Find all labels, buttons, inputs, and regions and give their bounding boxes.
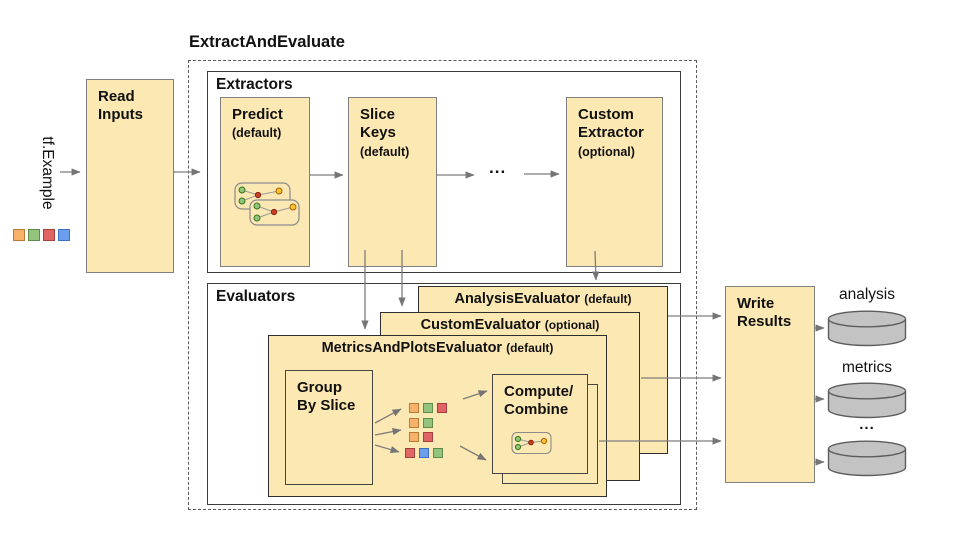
analysis-evaluator-label: AnalysisEvaluator(default) bbox=[419, 287, 667, 307]
slice-grid-row bbox=[409, 418, 437, 428]
custom-evaluator-label: CustomEvaluator(optional) bbox=[381, 313, 639, 333]
custom-evaluator-qualifier: (optional) bbox=[544, 318, 600, 332]
extractors-label: Extractors bbox=[216, 76, 293, 93]
tf-example-label: tf.Example bbox=[39, 136, 56, 210]
metrics-and-plots-evaluator-label: MetricsAndPlotsEvaluator(default) bbox=[269, 336, 606, 356]
orange-square bbox=[409, 403, 419, 413]
read-inputs-box: Read Inputs bbox=[86, 79, 174, 273]
custom-extractor-box: Custom Extractor (optional) bbox=[566, 97, 663, 267]
slice-keys-qualifier: (default) bbox=[360, 144, 410, 159]
predict-label: Predict bbox=[232, 106, 283, 123]
pipeline-title: ExtractAndEvaluate bbox=[189, 33, 345, 51]
compute-combine-label: Compute/ Combine bbox=[504, 383, 574, 419]
metrics-and-plots-evaluator-name: MetricsAndPlotsEvaluator bbox=[321, 340, 503, 356]
group-by-slice-box: Group By Slice bbox=[285, 370, 373, 485]
blue-square bbox=[58, 229, 70, 241]
red-square bbox=[405, 448, 415, 458]
slice-grid-row bbox=[405, 448, 447, 458]
metrics-and-plots-evaluator-qualifier: (default) bbox=[506, 341, 554, 355]
analysis-evaluator-name: AnalysisEvaluator bbox=[454, 291, 581, 307]
metrics-datastore-label: metrics bbox=[842, 359, 892, 376]
orange-square bbox=[13, 229, 25, 241]
green-square bbox=[423, 418, 433, 428]
analysis-datastore-label: analysis bbox=[839, 286, 895, 303]
red-square bbox=[423, 432, 433, 442]
green-square bbox=[433, 448, 443, 458]
input-squares bbox=[13, 229, 73, 241]
write-results-box: Write Results bbox=[725, 286, 815, 483]
green-square bbox=[423, 403, 433, 413]
extractors-ellipsis: ... bbox=[489, 158, 507, 177]
other-datastore-cylinder bbox=[827, 440, 907, 477]
blue-square bbox=[419, 448, 429, 458]
custom-evaluator-name: CustomEvaluator bbox=[420, 317, 541, 333]
analysis-evaluator-qualifier: (default) bbox=[584, 292, 632, 306]
orange-square bbox=[409, 432, 419, 442]
analysis-datastore-cylinder bbox=[827, 310, 907, 347]
slice-grid-row bbox=[409, 403, 451, 413]
slice-keys-extractor-box: Slice Keys (default) bbox=[348, 97, 437, 267]
read-inputs-label: Read Inputs bbox=[98, 88, 143, 124]
predict-extractor-box: Predict (default) bbox=[220, 97, 310, 267]
extract-and-evaluate-group bbox=[188, 60, 697, 510]
custom-extractor-label: Custom Extractor bbox=[578, 106, 644, 142]
green-square bbox=[28, 229, 40, 241]
more-datastores-ellipsis: ... bbox=[859, 416, 875, 433]
red-square bbox=[437, 403, 447, 413]
red-square bbox=[43, 229, 55, 241]
custom-extractor-qualifier: (optional) bbox=[578, 144, 635, 159]
evaluators-label: Evaluators bbox=[216, 288, 296, 305]
write-results-label: Write Results bbox=[737, 295, 792, 331]
model-graph-icon bbox=[233, 180, 303, 228]
metrics-datastore-cylinder bbox=[827, 382, 907, 419]
slice-keys-label: Slice Keys bbox=[360, 106, 396, 142]
group-by-slice-label: Group By Slice bbox=[297, 379, 356, 415]
orange-square bbox=[409, 418, 419, 428]
slice-grid-row bbox=[409, 432, 437, 442]
compute-combine-box: Compute/ Combine bbox=[492, 374, 588, 474]
predict-qualifier: (default) bbox=[232, 126, 282, 141]
combine-graph-icon bbox=[511, 431, 553, 455]
